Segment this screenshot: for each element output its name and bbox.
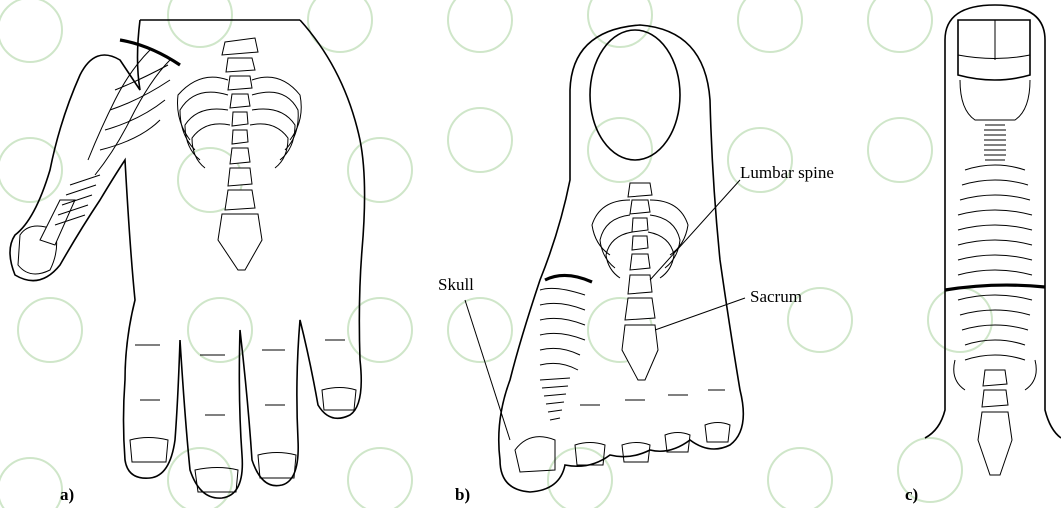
toe-spine	[515, 288, 585, 472]
watermark-mark	[348, 138, 412, 202]
watermark-mark	[348, 448, 412, 508]
watermark-mark	[448, 298, 512, 362]
panel-c-finger: c)	[905, 5, 1061, 504]
watermark-mark	[348, 298, 412, 362]
sacrum-label: Sacrum	[750, 287, 802, 306]
panel-a-hand: a)	[10, 20, 365, 504]
finger-spine	[945, 125, 1045, 475]
watermark-mark	[548, 448, 612, 508]
watermark-mark	[868, 118, 932, 182]
watermark-mark	[588, 118, 652, 182]
watermark-mark	[588, 0, 652, 47]
skull-label: Skull	[438, 275, 474, 294]
watermark-mark	[18, 298, 82, 362]
watermark-mark	[168, 0, 232, 47]
panel-b-label: b)	[455, 485, 470, 504]
watermark-mark	[168, 448, 232, 508]
watermark-mark	[868, 0, 932, 52]
hand-spine	[178, 38, 302, 270]
panel-a-label: a)	[60, 485, 74, 504]
watermark-mark	[768, 448, 832, 508]
watermark-mark	[308, 0, 372, 52]
panel-b-foot: Lumbar spine Sacrum Skull b)	[438, 25, 834, 504]
watermark-mark	[0, 0, 62, 62]
thumb-spine	[40, 50, 170, 245]
panel-c-label: c)	[905, 485, 918, 504]
watermark-mark	[448, 108, 512, 172]
watermark-mark	[0, 458, 62, 508]
watermark-mark	[928, 288, 992, 352]
watermark-mark	[448, 0, 512, 52]
watermark-mark	[738, 0, 802, 52]
lumbar-spine-label: Lumbar spine	[740, 163, 834, 182]
watermark-mark	[0, 138, 62, 202]
watermark-pattern	[0, 0, 992, 508]
foot-spine	[592, 183, 688, 380]
